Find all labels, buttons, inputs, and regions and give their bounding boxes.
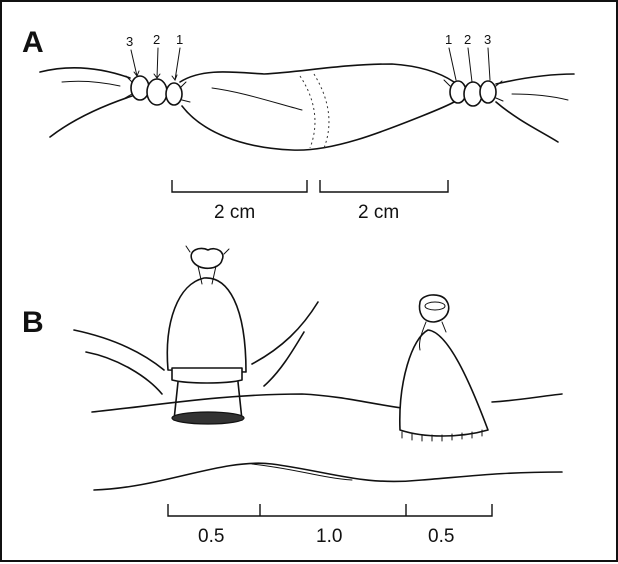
right-label-1: 1 [445, 32, 452, 47]
right-label-3: 3 [484, 32, 491, 47]
intestine-segment-drawing [40, 64, 574, 150]
scale-label-b-2: 1.0 [316, 526, 342, 547]
ligature-right-3 [480, 81, 496, 103]
scale-bar-b: 0.5 1.0 0.5 [168, 504, 492, 547]
scale-bar-a-left [172, 180, 307, 192]
scale-bar-a: 2 cm 2 cm [172, 180, 448, 223]
left-label-3: 3 [126, 34, 133, 49]
scale-label-b-3: 0.5 [428, 526, 454, 547]
ligature-left-3 [131, 76, 149, 100]
scale-label-a-left: 2 cm [214, 202, 255, 223]
scale-bar-a-right [320, 180, 448, 192]
ligature-right-2 [464, 82, 482, 106]
panel-b-label: B [22, 306, 44, 339]
panel-a-label: A [22, 26, 44, 59]
ligature-left-2 [147, 79, 167, 105]
right-label-2: 2 [464, 32, 471, 47]
scale-label-a-right: 2 cm [358, 202, 399, 223]
right-ligature-labels: 1 2 3 [445, 32, 491, 82]
sutured-stump-right [400, 295, 488, 441]
left-label-1: 1 [176, 32, 183, 47]
left-ligature-labels: 3 2 1 [126, 32, 183, 80]
scale-label-b-1: 0.5 [198, 526, 224, 547]
mesentery-drawing [74, 302, 562, 490]
left-label-2: 2 [153, 32, 160, 47]
scale-bar-b-line [168, 504, 492, 516]
ligature-left-1 [166, 83, 182, 105]
